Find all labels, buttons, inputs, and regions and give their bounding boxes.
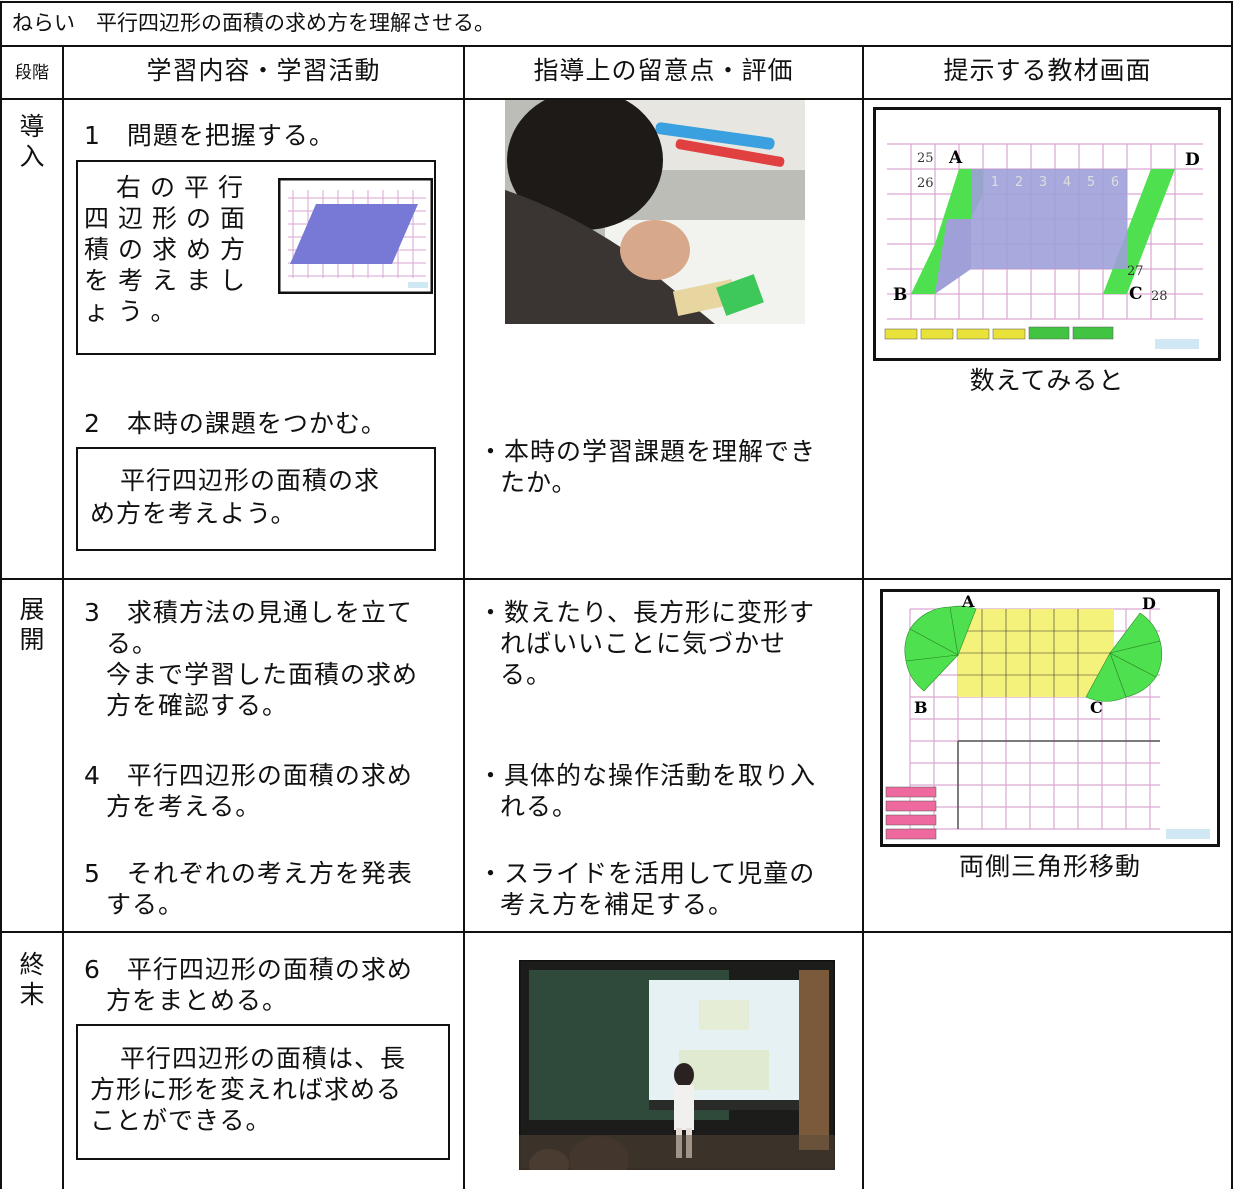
step-4-line: 4 平行四辺形の面積の求め: [84, 761, 413, 790]
problem-line: 積の求め方: [84, 235, 255, 264]
problem-line: ょう。: [84, 297, 185, 326]
guidance-intro-line: ・本時の学習課題を理解でき: [478, 437, 817, 466]
svg-text:3: 3: [1039, 175, 1047, 190]
guidance-develop-line: 考え方を補足する。: [500, 890, 735, 919]
svg-text:5: 5: [1087, 175, 1095, 190]
step-3-line: る。: [106, 629, 159, 658]
vertex-b: B: [914, 698, 928, 717]
stage-develop-2: 開: [19, 625, 45, 654]
slide-caption-counting: 数えてみると: [969, 366, 1125, 395]
col-divider: [862, 45, 864, 1189]
lesson-aim: ねらい 平行四辺形の面積の求め方を理解させる。: [12, 11, 495, 35]
outside-label: 25: [917, 151, 934, 166]
row-divider: [0, 45, 1233, 47]
task-box: [76, 447, 436, 551]
row-divider: [0, 98, 1233, 100]
problem-line: を考えまし: [84, 266, 255, 295]
col-divider: [62, 45, 64, 1189]
problem-line: 四辺形の面: [84, 204, 255, 233]
col-divider: [463, 45, 465, 1189]
guidance-develop-line: る。: [500, 660, 553, 689]
stage-closing-1: 終: [19, 950, 45, 979]
svg-text:2: 2: [1015, 175, 1023, 190]
guidance-develop-line: ・具体的な操作活動を取り入: [478, 761, 817, 790]
stage-develop-1: 展: [19, 595, 45, 624]
svg-text:4: 4: [1063, 175, 1071, 190]
guidance-develop-line: ・スライドを活用して児童の: [478, 859, 816, 888]
summary-line: ことができる。: [90, 1106, 272, 1135]
step-4-line: 方を考える。: [106, 792, 262, 821]
guidance-intro-line: たか。: [500, 468, 578, 497]
row-divider: [0, 578, 1233, 580]
vertex-c: C: [1090, 698, 1103, 717]
step-3-line: 今まで学習した面積の求め: [106, 660, 419, 689]
summary-box: [76, 1024, 450, 1160]
step-1: 1 問題を把握する。: [84, 121, 335, 150]
vertex-a: A: [961, 592, 975, 611]
vertex-c: C: [1129, 284, 1143, 304]
stage-intro-2: 入: [19, 142, 45, 171]
outside-label: 27: [1127, 264, 1144, 279]
step-6-line: 方をまとめる。: [106, 986, 289, 1015]
outside-label: 28: [1151, 289, 1168, 304]
vertex-d: D: [1185, 150, 1200, 170]
slide-caption-triangle-move: 両側三角形移動: [958, 852, 1141, 881]
vertex-b: B: [893, 285, 907, 305]
problem-box-top: [76, 160, 434, 162]
vertex-a: A: [948, 148, 963, 168]
step-3-line: 方を確認する。: [106, 691, 289, 720]
table-border-top: [0, 1, 1233, 3]
step-6-line: 6 平行四辺形の面積の求め: [84, 955, 413, 984]
stage-intro-1: 導: [19, 112, 45, 141]
guidance-develop-line: ればいいことに気づかせ: [500, 629, 787, 658]
counting-grid-slide: 1 2 3 4 5 6 25 26 27 28 A D B C: [873, 107, 1221, 361]
header-guidance: 指導上の留意点・評価: [533, 56, 794, 85]
classroom-presentation-photo: [519, 960, 835, 1170]
task-line: め方を考えよう。: [90, 499, 297, 528]
table-border-left: [0, 1, 2, 1189]
outside-label: 26: [917, 176, 934, 191]
stage-closing-2: 末: [19, 980, 45, 1009]
header-stage: 段階: [15, 63, 49, 83]
triangle-move-slide: A D B C: [880, 589, 1220, 847]
task-line: 平行四辺形の面積の求: [120, 466, 381, 495]
summary-line: 方形に形を変えれば求める: [90, 1075, 403, 1104]
guidance-develop-line: ・数えたり、長方形に変形す: [478, 598, 816, 627]
student-working-photo: [505, 100, 805, 324]
header-content: 学習内容・学習活動: [146, 56, 381, 85]
vertex-d: D: [1142, 594, 1156, 613]
step-5-line: する。: [106, 890, 185, 919]
step-2: 2 本時の課題をつかむ。: [84, 409, 387, 438]
problem-line: 右の平行: [116, 173, 253, 202]
step-5-line: 5 それぞれの考え方を発表: [84, 859, 413, 888]
parallelogram-thumbnail: [278, 178, 433, 294]
row-divider: [0, 931, 1233, 933]
svg-text:1: 1: [991, 175, 999, 190]
step-3-line: 3 求積方法の見通しを立て: [84, 598, 413, 627]
table-border-right: [1231, 1, 1233, 1189]
guidance-develop-line: れる。: [500, 792, 579, 821]
summary-line: 平行四辺形の面積は、長: [120, 1044, 407, 1073]
header-material: 提示する教材画面: [943, 56, 1152, 85]
svg-text:6: 6: [1111, 175, 1119, 190]
